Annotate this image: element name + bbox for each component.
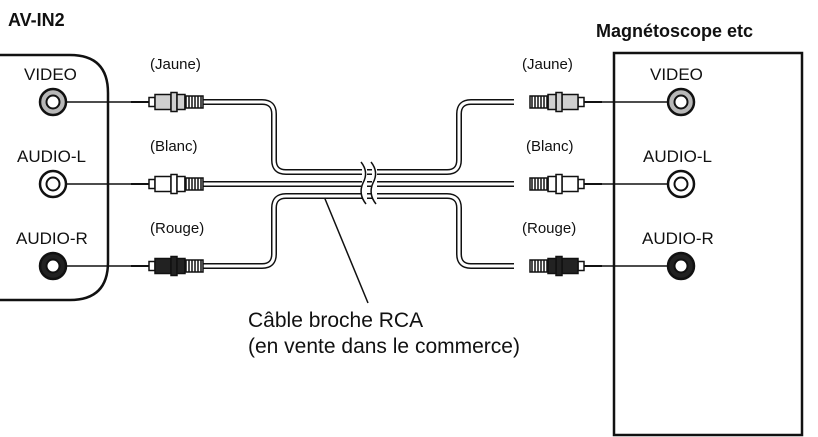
right-plug-audio-r-body	[547, 257, 557, 275]
right-plug-audio-r-grip	[531, 260, 548, 272]
left-jack-audio-r-hole	[45, 258, 61, 274]
right-plug-video-sleeve	[555, 91, 563, 113]
cable-break-gap-1	[362, 162, 367, 204]
left-plug-audio-r-pin	[148, 260, 156, 272]
right-jack-audio-r	[666, 251, 696, 281]
left-plug-video	[131, 91, 204, 113]
right-plug-video-grip-frame	[529, 95, 549, 109]
left-plug-audio-r-body	[176, 257, 186, 275]
left-jack-audio-l-hole	[45, 176, 61, 192]
left-plug-video-grip-frame	[184, 95, 204, 109]
right-cable-label-white: (Blanc)	[526, 138, 574, 155]
left-plug-audio-r-collar	[154, 257, 172, 275]
right-port-label-audio-l: AUDIO-L	[643, 147, 712, 166]
plugs-layer	[131, 91, 602, 277]
cable-audio-r	[203, 193, 514, 269]
right-port-label-video: VIDEO	[650, 65, 703, 84]
right-plug-video-pin	[577, 96, 585, 108]
right-plug-audio-l-pin	[577, 178, 585, 190]
left-jack-audio-l	[38, 169, 68, 199]
caption-pointer-line	[322, 193, 369, 304]
right-jack-video-hole	[673, 94, 689, 110]
left-cable-label-red: (Rouge)	[150, 220, 205, 237]
left-jack-audio-r	[38, 251, 68, 281]
right-port-label-audio-r: AUDIO-R	[642, 229, 714, 248]
right-plug-audio-l-sleeve	[555, 173, 563, 195]
right-plug-audio-l-collar	[561, 175, 579, 193]
left-plug-video-collar	[154, 93, 172, 111]
right-plug-audio-r	[529, 255, 602, 277]
right-device-panel	[612, 51, 804, 437]
cable-core-audio-r	[203, 194, 514, 268]
left-plug-audio-l-collar	[154, 175, 172, 193]
cable-caption-line1: Câble broche RCA	[248, 309, 424, 332]
left-plug-audio-l-sleeve	[170, 173, 178, 195]
left-cable-label-white: (Blanc)	[150, 138, 198, 155]
left-port-label-video: VIDEO	[24, 65, 77, 84]
cable-break-mark-2	[370, 161, 377, 205]
right-jack-video	[666, 87, 696, 117]
left-plug-audio-r-sleeve	[170, 255, 178, 277]
left-cable-label-yellow: (Jaune)	[150, 56, 201, 73]
left-plug-audio-l-grip-frame	[184, 177, 204, 191]
left-plug-audio-r-grip-frame	[184, 259, 204, 273]
right-plug-audio-r-collar	[561, 257, 579, 275]
cables-layer	[203, 99, 514, 269]
left-plug-video-body	[176, 93, 186, 111]
right-cable-label-yellow: (Jaune)	[522, 56, 573, 73]
left-port-label-audio-l: AUDIO-L	[17, 147, 86, 166]
right-plug-video-grip	[531, 96, 548, 108]
jacks-layer	[38, 87, 696, 281]
cable-break-mark-1	[360, 161, 367, 205]
left-plug-video-sleeve	[170, 91, 178, 113]
right-jack-audio-r-hole	[673, 258, 689, 274]
right-plug-audio-l-grip-frame	[529, 177, 549, 191]
left-plug-audio-l-pin	[148, 178, 156, 190]
left-jack-video-hole	[45, 94, 61, 110]
right-plug-audio-l-grip	[531, 178, 548, 190]
left-port-label-audio-r: AUDIO-R	[16, 229, 88, 248]
left-plug-video-pin	[148, 96, 156, 108]
cable-video	[203, 99, 514, 175]
right-cable-label-red: (Rouge)	[522, 220, 577, 237]
right-jack-audio-l	[666, 169, 696, 199]
right-plug-audio-r-grip-frame	[529, 259, 549, 273]
cable-core-video	[203, 100, 514, 174]
right-plug-video-body	[547, 93, 557, 111]
left-device-panel	[0, 53, 110, 302]
right-plug-video	[529, 91, 602, 113]
right-plug-audio-l-body	[547, 175, 557, 193]
right-plug-audio-r-pin	[577, 260, 585, 272]
right-plug-audio-r-sleeve	[555, 255, 563, 277]
left-plug-audio-l-body	[176, 175, 186, 193]
cable-outline-video	[203, 99, 514, 175]
left-plug-audio-r	[131, 255, 204, 277]
cable-caption-line2: (en vente dans le commerce)	[248, 335, 520, 358]
right-device-title: Magnétoscope etc	[596, 21, 754, 41]
right-plug-video-collar	[561, 93, 579, 111]
cable-outline-audio-r	[203, 193, 514, 269]
cable-break-gap-2	[372, 162, 377, 204]
right-plug-audio-l	[529, 173, 602, 195]
left-jack-video	[38, 87, 68, 117]
left-plug-audio-l	[131, 173, 204, 195]
left-plug-audio-l-grip	[185, 178, 202, 190]
left-device-title: AV-IN2	[8, 10, 65, 30]
left-plug-video-grip	[185, 96, 202, 108]
right-jack-audio-l-hole	[673, 176, 689, 192]
left-plug-audio-r-grip	[185, 260, 202, 272]
